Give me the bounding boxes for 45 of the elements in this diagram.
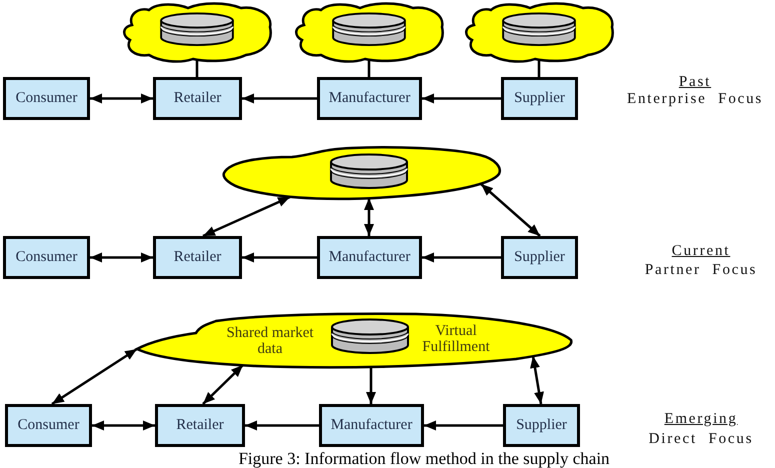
focus-label: Partner Focus xyxy=(644,262,758,279)
entity-box: Consumer xyxy=(3,77,90,120)
arrow xyxy=(242,252,317,262)
entity-box: Supplier xyxy=(501,236,578,279)
double-arrow xyxy=(51,348,138,406)
cloud xyxy=(222,145,502,201)
cloud xyxy=(136,313,574,370)
entity-box: Supplier xyxy=(501,77,578,120)
connector-line xyxy=(196,60,198,77)
cloud xyxy=(120,2,275,64)
double-arrow xyxy=(364,198,374,236)
entity-box: Consumer xyxy=(3,236,90,279)
entity-box: Consumer xyxy=(5,404,92,447)
cloud-label: Virtual Fulfillment xyxy=(421,323,491,355)
connector-line xyxy=(368,60,370,77)
arrow xyxy=(424,420,503,430)
arrow xyxy=(245,420,319,430)
entity-box: Manufacturer xyxy=(317,77,422,120)
double-arrow xyxy=(90,94,153,104)
arrow xyxy=(422,94,501,104)
cloud xyxy=(462,2,617,64)
double-arrow xyxy=(202,364,244,405)
double-arrow xyxy=(202,196,291,238)
cloud-label: Shared market data xyxy=(225,325,315,357)
double-arrow xyxy=(92,420,155,430)
era-heading: Past xyxy=(678,74,712,91)
focus-label: Direct Focus xyxy=(648,431,754,448)
entity-box: Retailer xyxy=(153,77,242,120)
double-arrow xyxy=(90,252,153,262)
double-arrow xyxy=(530,356,544,404)
entity-box: Manufacturer xyxy=(317,236,422,279)
double-arrow xyxy=(480,183,541,237)
entity-box: Supplier xyxy=(503,404,580,447)
entity-box: Manufacturer xyxy=(319,404,424,447)
entity-box: Retailer xyxy=(153,236,242,279)
cloud xyxy=(292,2,447,64)
era-heading: Emerging xyxy=(664,411,738,428)
era-heading: Current xyxy=(672,243,730,260)
arrow xyxy=(242,94,317,104)
arrow xyxy=(422,252,501,262)
focus-label: Enterprise Focus xyxy=(626,91,764,108)
entity-box: Retailer xyxy=(155,404,245,447)
connector-line xyxy=(538,60,540,77)
arrow xyxy=(366,367,376,404)
figure-caption: Figure 3: Information flow method in the supply chain xyxy=(238,449,610,468)
